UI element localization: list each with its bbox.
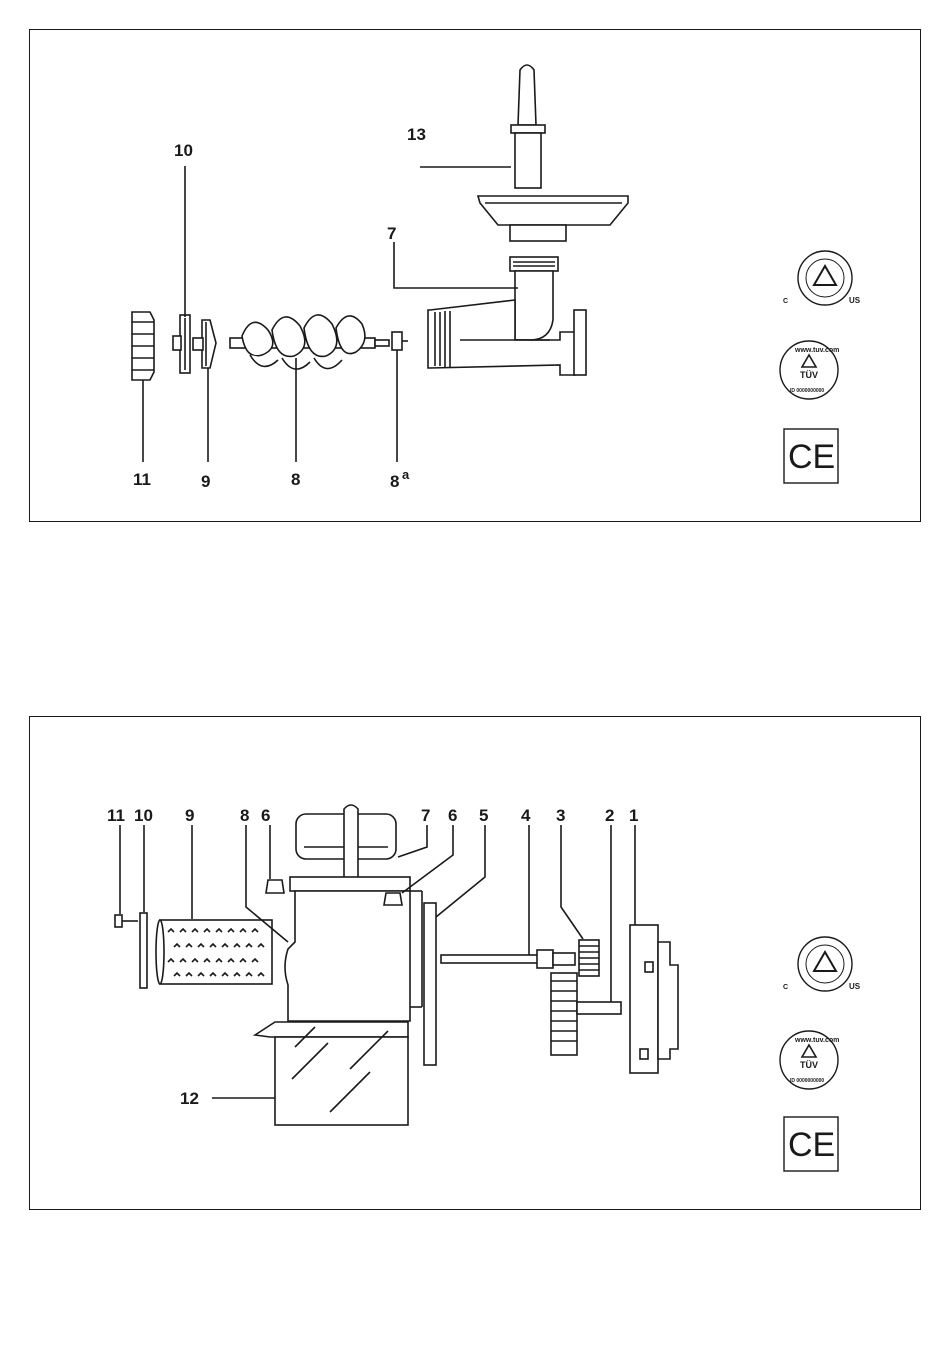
plate-part: [140, 913, 147, 988]
label-12-tray: 12: [180, 1089, 199, 1108]
figure-2-panel: 11 10 9 8 6 7 6 5 4 3 2 1 12 C US www.tu…: [29, 716, 921, 1210]
label-10-plate: 10: [134, 806, 153, 825]
label-6-nut-right: 6: [448, 806, 457, 825]
housing-cover-part: [630, 925, 678, 1073]
label-2-large-gear: 2: [605, 806, 614, 825]
knife-part: [193, 320, 216, 368]
label-13-pusher: 13: [407, 125, 426, 144]
figure-1-panel: 13 10 7 11 9 8 8 a C US www.tuv.com TÜV …: [29, 29, 921, 522]
perforated-disc-part: [173, 315, 190, 373]
ring-nut-part: [132, 312, 154, 380]
washer-8a-part: [392, 332, 408, 350]
tuv-rheinland-seal: C US: [783, 937, 861, 991]
tuv-com-seal: www.tuv.com TÜV ID 0000000000: [780, 341, 839, 399]
ce-mark: CE: [784, 429, 838, 483]
tuv-com-bottom-text: ID 0000000000: [790, 388, 824, 394]
label-7-housing: 7: [387, 224, 396, 243]
label-3-small-gear: 3: [556, 806, 565, 825]
tuv-com-bottom-text: ID 0000000000: [790, 1078, 824, 1084]
tuv-rheinland-us: US: [849, 296, 861, 305]
figure-1-drawing: 13 10 7 11 9 8 8 a C US www.tuv.com TÜV …: [30, 30, 922, 523]
label-7-pusher: 7: [421, 806, 430, 825]
label-6-nut-left: 6: [261, 806, 270, 825]
label-10-disc: 10: [174, 141, 193, 160]
tuv-com-mid-text: TÜV: [800, 1060, 818, 1070]
screw-part: [115, 915, 138, 927]
collecting-tray-part: [255, 1022, 408, 1125]
tuv-com-seal: www.tuv.com TÜV ID 0000000000: [780, 1031, 839, 1089]
label-9-knife: 9: [201, 472, 210, 491]
tuv-rheinland-c: C: [783, 984, 788, 991]
label-8a-superscript: a: [402, 467, 410, 482]
label-8a-washer: 8: [390, 472, 399, 491]
label-4-shaft: 4: [521, 806, 531, 825]
mincer-housing-part: [428, 257, 586, 375]
pusher-part: [511, 65, 545, 188]
tuv-rheinland-c: C: [783, 298, 788, 305]
label-11-screw: 11: [107, 806, 125, 825]
drive-shaft-part: [441, 950, 575, 968]
label-8-housing: 8: [240, 806, 249, 825]
ce-mark-text: CE: [788, 1126, 835, 1164]
small-gear-part: [579, 940, 599, 976]
tuv-com-top-text: www.tuv.com: [794, 1037, 839, 1044]
tuv-com-mid-text: TÜV: [800, 370, 818, 380]
label-5-gasket: 5: [479, 806, 488, 825]
worm-shaft-part: [230, 315, 389, 369]
label-11-ring-nut: 11: [133, 470, 151, 489]
tuv-rheinland-us: US: [849, 982, 861, 991]
gasket-part: [424, 903, 436, 1065]
ce-mark-text: CE: [788, 438, 835, 476]
grater-drum-part: [156, 920, 272, 984]
label-8-worm: 8: [291, 470, 300, 489]
tuv-rheinland-seal: C US: [783, 251, 861, 305]
label-9-drum: 9: [185, 806, 194, 825]
tuv-com-top-text: www.tuv.com: [794, 347, 839, 354]
label-1-cover: 1: [629, 806, 638, 825]
ce-mark: CE: [784, 1117, 838, 1171]
feeding-tray-part: [478, 196, 628, 241]
figure-2-drawing: 11 10 9 8 6 7 6 5 4 3 2 1 12 C US www.tu…: [30, 717, 922, 1211]
